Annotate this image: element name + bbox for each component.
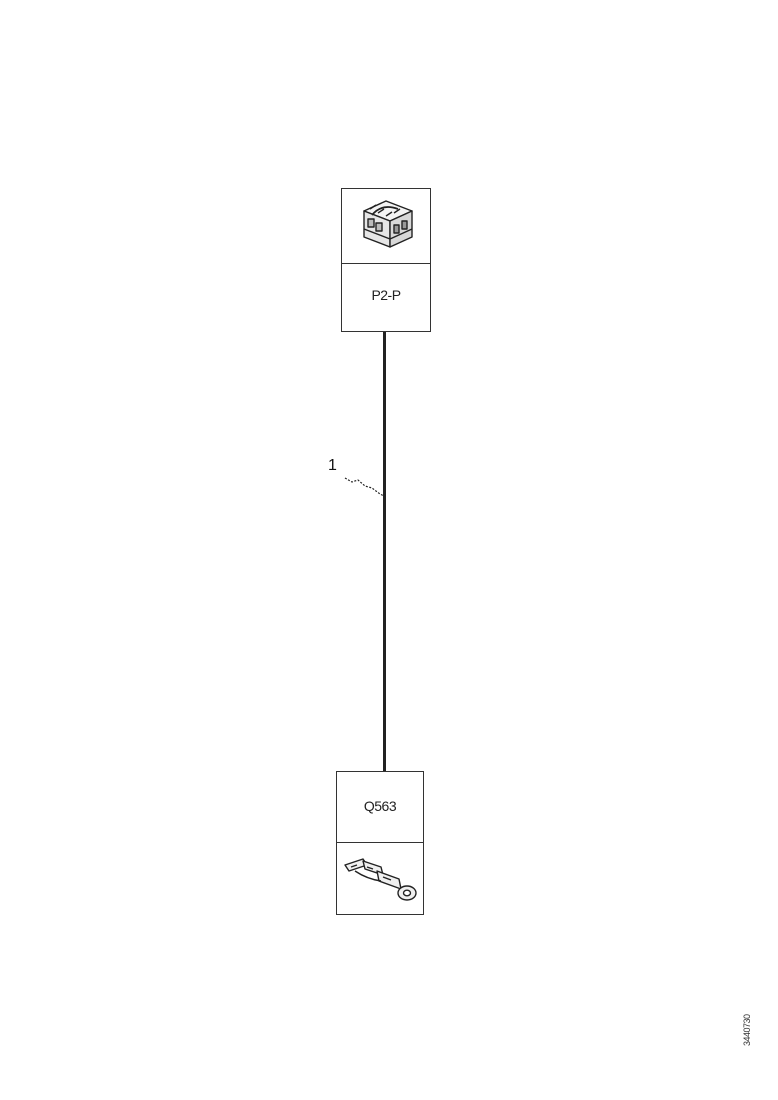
terminal-image-cell xyxy=(337,843,423,914)
wire-1[interactable] xyxy=(383,332,386,772)
document-id: 3440730 xyxy=(742,1014,752,1046)
connector-image-cell xyxy=(342,189,430,263)
connector-label-bottom: Q563 xyxy=(363,798,397,814)
wire-callout-number: 1 xyxy=(328,457,337,474)
connector-block-top[interactable]: P2-P xyxy=(341,188,431,332)
block-divider xyxy=(337,842,423,843)
connector-label-top: P2-P xyxy=(371,287,401,303)
connector-block-bottom[interactable]: Q563 xyxy=(336,771,424,915)
ring-terminal-icon xyxy=(344,858,417,901)
block-divider xyxy=(342,263,430,264)
multi-pin-connector-icon xyxy=(363,200,413,248)
